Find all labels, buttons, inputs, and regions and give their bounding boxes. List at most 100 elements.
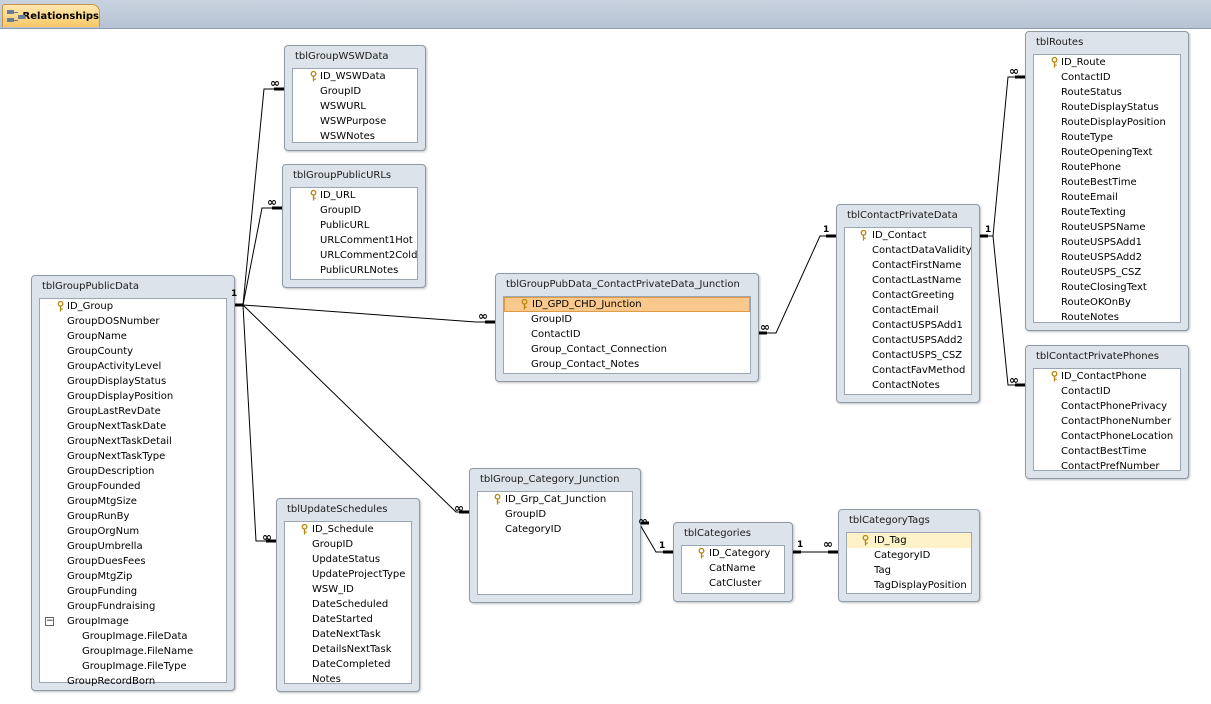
field-row[interactable]: GroupID [291,203,417,218]
field-row[interactable]: RouteUSPSName [1034,220,1180,235]
field-row[interactable]: GroupRunBy [40,509,226,524]
field-row[interactable]: ContactID [1034,384,1180,399]
field-row[interactable]: GroupDOSNumber [40,314,226,329]
field-row[interactable]: ID_Tag [847,533,971,548]
field-row[interactable]: RoutePhone [1034,160,1180,175]
field-row[interactable]: ContactUSPS_CSZ [845,348,971,363]
field-row[interactable]: GroupID [504,312,750,327]
field-row[interactable]: WSWNotes [293,129,417,144]
relationship-line[interactable] [757,235,836,334]
field-row[interactable]: GroupMtgSize [40,494,226,509]
field-row[interactable]: GroupID [285,537,411,552]
field-row[interactable]: ID_URL [291,188,417,203]
field-row[interactable]: ID_Contact [845,228,971,243]
field-row[interactable]: GroupFunding [40,584,226,599]
field-row[interactable]: GroupName [40,329,226,344]
field-row[interactable]: CategoryID [478,522,632,537]
table-tblcategorytags[interactable]: tblCategoryTags ID_Tag CategoryID Tag Ta… [838,509,980,602]
field-row[interactable]: ContactPhonePrivacy [1034,399,1180,414]
field-row[interactable]: RouteBestTime [1034,175,1180,190]
field-row[interactable]: ID_ContactPhone [1034,369,1180,384]
field-row[interactable]: ContactFirstName [845,258,971,273]
field-row[interactable]: RouteClosingText [1034,280,1180,295]
relationship-line[interactable] [242,207,282,306]
field-row[interactable]: ID_Category [682,546,784,561]
field-row[interactable]: GroupLastRevDate [40,404,226,419]
table-tblgrouppubdata-contactprivatedata-junction[interactable]: tblGroupPubData_ContactPrivateData_Junct… [495,273,759,382]
field-list[interactable]: ID_Contact ContactDataValidity ContactFi… [844,227,972,395]
field-row[interactable]: WSW_ID [285,582,411,597]
field-list[interactable]: ID_WSWData GroupID WSWURL WSWPurpose WSW… [292,68,418,143]
field-row[interactable]: GroupID [293,84,417,99]
field-row[interactable]: ContactGreeting [845,288,971,303]
tab-relationships[interactable]: Relationships [2,4,100,27]
relationship-line[interactable] [242,304,469,513]
field-row[interactable]: URLComment2Cold [291,248,417,263]
field-row[interactable]: ID_Grp_Cat_Junction [478,492,632,507]
field-row[interactable]: RouteNotes [1034,310,1180,325]
field-row[interactable]: GroupUmbrella [40,539,226,554]
field-row[interactable]: ContactLastName [845,273,971,288]
field-row[interactable]: Notes [285,672,411,687]
field-row[interactable]: ContactNotes [845,378,971,393]
field-list[interactable]: ID_URL GroupID PublicURL URLComment1Hot … [290,187,418,280]
field-list[interactable]: ID_GPD_CHD_Junction GroupID ContactID Gr… [503,296,751,374]
field-row[interactable]: RouteTexting [1034,205,1180,220]
table-tblcontactprivatedata[interactable]: tblContactPrivateData ID_Contact Contact… [836,204,980,403]
collapse-icon[interactable]: − [45,616,54,626]
table-tblcategories[interactable]: tblCategories ID_Category CatName CatClu… [673,522,793,602]
field-row[interactable]: GroupActivityLevel [40,359,226,374]
field-row[interactable]: UpdateStatus [285,552,411,567]
field-list[interactable]: ID_Grp_Cat_Junction GroupID CategoryID [477,491,633,595]
field-row[interactable]: GroupFounded [40,479,226,494]
field-row[interactable]: GroupImage.FileData [40,629,226,644]
relationship-line[interactable] [242,304,276,542]
field-row[interactable]: GroupDisplayPosition [40,389,226,404]
field-row[interactable]: Group_Contact_Notes [504,357,750,372]
table-tblcontactprivatephones[interactable]: tblContactPrivatePhones ID_ContactPhone … [1025,345,1189,479]
field-row[interactable]: ContactPrefNumber [1034,459,1180,474]
field-row[interactable]: CatName [682,561,784,576]
field-row[interactable]: ID_Schedule [285,522,411,537]
field-row[interactable]: RouteStatus [1034,85,1180,100]
field-list[interactable]: ID_Category CatName CatCluster [681,545,785,594]
table-tblgroupwswdata[interactable]: tblGroupWSWData ID_WSWData GroupID WSWUR… [284,45,426,151]
field-row[interactable]: WSWPurpose [293,114,417,129]
field-row[interactable]: CatCluster [682,576,784,591]
field-row[interactable]: ContactUSPSAdd2 [845,333,971,348]
field-row[interactable]: RouteUSPSAdd1 [1034,235,1180,250]
field-row[interactable]: RouteUSPS_CSZ [1034,265,1180,280]
field-row[interactable]: Group_Contact_Connection [504,342,750,357]
field-row[interactable]: GroupOrgNum [40,524,226,539]
relationship-line[interactable] [978,76,1025,237]
table-tblgroup-category-junction[interactable]: tblGroup_Category_Junction ID_Grp_Cat_Ju… [469,468,641,603]
field-row[interactable]: Tag [847,563,971,578]
field-row[interactable]: DateStarted [285,612,411,627]
field-row[interactable]: GroupNextTaskType [40,449,226,464]
field-row[interactable]: WSWURL [293,99,417,114]
field-row[interactable]: URLComment1Hot [291,233,417,248]
field-row[interactable]: GroupMtgZip [40,569,226,584]
field-row-selected[interactable]: ID_GPD_CHD_Junction [504,297,750,312]
field-row[interactable]: DateNextTask [285,627,411,642]
field-row[interactable]: RouteUSPSAdd2 [1034,250,1180,265]
table-tblgrouppublicurls[interactable]: tblGroupPublicURLs ID_URL GroupID Public… [282,164,426,288]
field-row[interactable]: GroupDuesFees [40,554,226,569]
field-row[interactable]: DateCompleted [285,657,411,672]
field-row[interactable]: CategoryID [847,548,971,563]
field-row[interactable]: GroupNextTaskDate [40,419,226,434]
field-row[interactable]: ContactPhoneLocation [1034,429,1180,444]
field-row[interactable]: RouteOKOnBy [1034,295,1180,310]
field-row[interactable]: GroupImage.FileName [40,644,226,659]
field-row[interactable]: DetailsNextTask [285,642,411,657]
field-row[interactable]: GroupCounty [40,344,226,359]
field-list[interactable]: ID_Group GroupDOSNumber GroupName GroupC… [39,298,227,687]
field-row[interactable]: RouteDisplayStatus [1034,100,1180,115]
field-list[interactable]: ID_ContactPhone ContactID ContactPhonePr… [1033,368,1181,474]
field-row[interactable]: ContactID [504,327,750,342]
field-row[interactable]: GroupFundraising [40,599,226,614]
field-row[interactable]: ID_WSWData [293,69,417,84]
field-row[interactable]: GroupID [478,507,632,522]
field-row[interactable]: UpdateProjectType [285,567,411,582]
field-row[interactable]: ContactUSPSAdd1 [845,318,971,333]
